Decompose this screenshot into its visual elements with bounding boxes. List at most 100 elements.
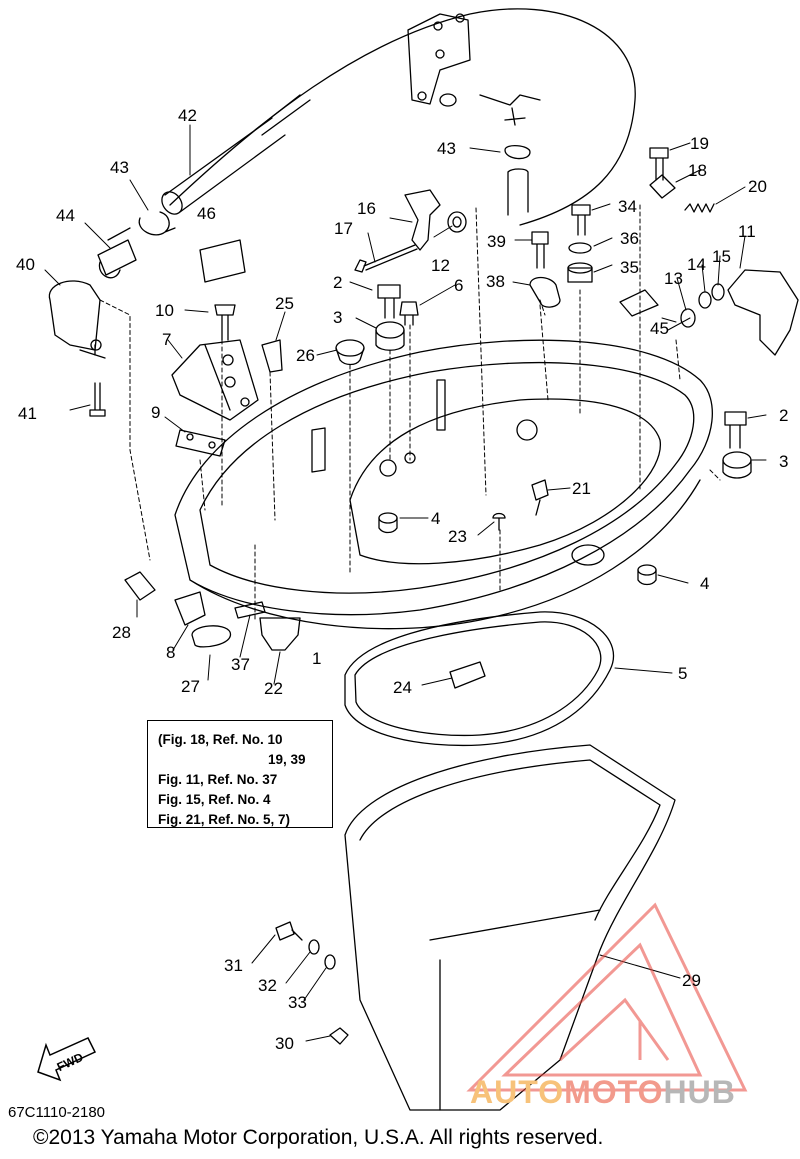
hose-42 <box>164 117 286 213</box>
callout-12: 12 <box>431 256 450 275</box>
callout-3-right: 3 <box>779 452 788 471</box>
bolt-31 <box>275 921 303 941</box>
callout-31: 31 <box>224 956 243 975</box>
callout-34: 34 <box>618 197 637 216</box>
callout-13: 13 <box>664 269 683 288</box>
washer-14 <box>698 291 712 309</box>
seal-5 <box>344 611 615 747</box>
watermark-part2: MOTO <box>564 1074 664 1110</box>
callout-30: 30 <box>275 1034 294 1053</box>
callout-38: 38 <box>486 272 505 291</box>
grommet-3-right <box>722 451 752 469</box>
fwd-arrow-icon: FWD <box>37 1037 97 1082</box>
callout-24: 24 <box>393 678 412 697</box>
callout-27: 27 <box>181 677 200 696</box>
apron-29 <box>344 744 676 1111</box>
bracket-7 <box>171 339 259 421</box>
grommet-small <box>439 93 457 107</box>
washer-15 <box>711 283 725 301</box>
callout-40: 40 <box>16 255 35 274</box>
callout-46: 46 <box>197 204 216 223</box>
callout-36: 36 <box>620 229 639 248</box>
bottom-cowling-lower-edge <box>189 479 701 630</box>
lever-11 <box>727 269 799 356</box>
grommet-28 <box>124 571 156 601</box>
t-fitting <box>479 94 541 126</box>
ref-line-3: Fig. 11, Ref. No. 37 <box>158 772 278 787</box>
watermark-part1: AUTO <box>470 1074 565 1110</box>
clamp-43-left <box>138 211 176 236</box>
callout-23: 23 <box>448 527 467 546</box>
bolt-19 <box>649 147 669 181</box>
callout-19: 19 <box>690 134 709 153</box>
pad-24 <box>449 661 486 689</box>
callout-4-center: 4 <box>431 509 440 528</box>
ref-line-4: Fig. 15, Ref. No. 4 <box>158 792 271 807</box>
callout-15: 15 <box>712 247 731 266</box>
dashed-lines <box>99 204 721 621</box>
washer-13 <box>680 308 696 328</box>
callout-10: 10 <box>155 301 174 320</box>
callout-32: 32 <box>258 976 277 995</box>
bracket-40 <box>48 280 101 351</box>
callout-20: 20 <box>748 177 767 196</box>
grommet-27 <box>191 625 231 648</box>
callout-18: 18 <box>688 161 707 180</box>
callout-33: 33 <box>288 993 307 1012</box>
drain-22 <box>259 617 301 651</box>
callout-14: 14 <box>687 255 706 274</box>
clamp-43-right <box>504 145 531 160</box>
watermark-part3: HUB <box>663 1074 736 1110</box>
collar-35 <box>567 267 593 283</box>
callout-5: 5 <box>678 664 687 683</box>
ref-line-5: Fig. 21, Ref. No. 5, 7) <box>158 812 291 827</box>
grommet-4-right <box>637 564 657 576</box>
copyright-notice: ©2013 Yamaha Motor Corporation, U.S.A. A… <box>33 1126 604 1149</box>
nut-6 <box>399 301 419 326</box>
callout-9: 9 <box>151 403 160 422</box>
part-code: 67C1110-2180 <box>8 1104 106 1121</box>
callout-1: 1 <box>312 649 321 668</box>
washer-12 <box>447 211 467 233</box>
bolt-10 <box>214 304 236 341</box>
callout-8: 8 <box>166 643 175 662</box>
grommet-3-left <box>375 321 405 339</box>
plate-9 <box>175 429 226 457</box>
label-37 <box>234 601 266 619</box>
ref-line-1: (Fig. 18, Ref. No. 10 <box>158 732 283 747</box>
callout-43-right: 43 <box>437 139 456 158</box>
washer-32 <box>308 939 320 955</box>
spring-20 <box>684 203 715 213</box>
hook-16 <box>404 189 441 251</box>
hose-stub <box>507 168 529 216</box>
bolt-39 <box>531 231 549 269</box>
callout-17: 17 <box>334 219 353 238</box>
clip-8 <box>174 591 206 626</box>
callout-11: 11 <box>738 222 756 241</box>
top-cowling-inner-line <box>254 94 311 136</box>
washer-33 <box>324 954 336 970</box>
callout-42: 42 <box>178 106 197 125</box>
fitting-44 <box>97 227 137 279</box>
bolt-34 <box>571 204 591 236</box>
reference-box: (Fig. 18, Ref. No. 10 19, 39 Fig. 11, Re… <box>147 720 333 828</box>
callout-35: 35 <box>620 258 639 277</box>
callout-7: 7 <box>162 330 171 349</box>
callout-16: 16 <box>357 199 376 218</box>
callout-21: 21 <box>572 479 591 498</box>
callout-22: 22 <box>264 679 283 698</box>
top-cowling-outline <box>169 8 636 226</box>
bolt-2-left <box>377 284 401 319</box>
leader-lines <box>44 124 767 1042</box>
callout-45: 45 <box>650 319 669 338</box>
callout-43-left: 43 <box>110 158 129 177</box>
washer-36 <box>568 242 592 254</box>
nut-30 <box>329 1027 349 1045</box>
callout-2-right: 2 <box>779 406 788 425</box>
grommet-26 <box>335 339 365 357</box>
ref-line-2: 19, 39 <box>268 752 306 767</box>
bottom-cowling-inner <box>349 398 661 565</box>
bolt-17 <box>354 244 418 273</box>
callout-2-left: 2 <box>333 273 342 292</box>
